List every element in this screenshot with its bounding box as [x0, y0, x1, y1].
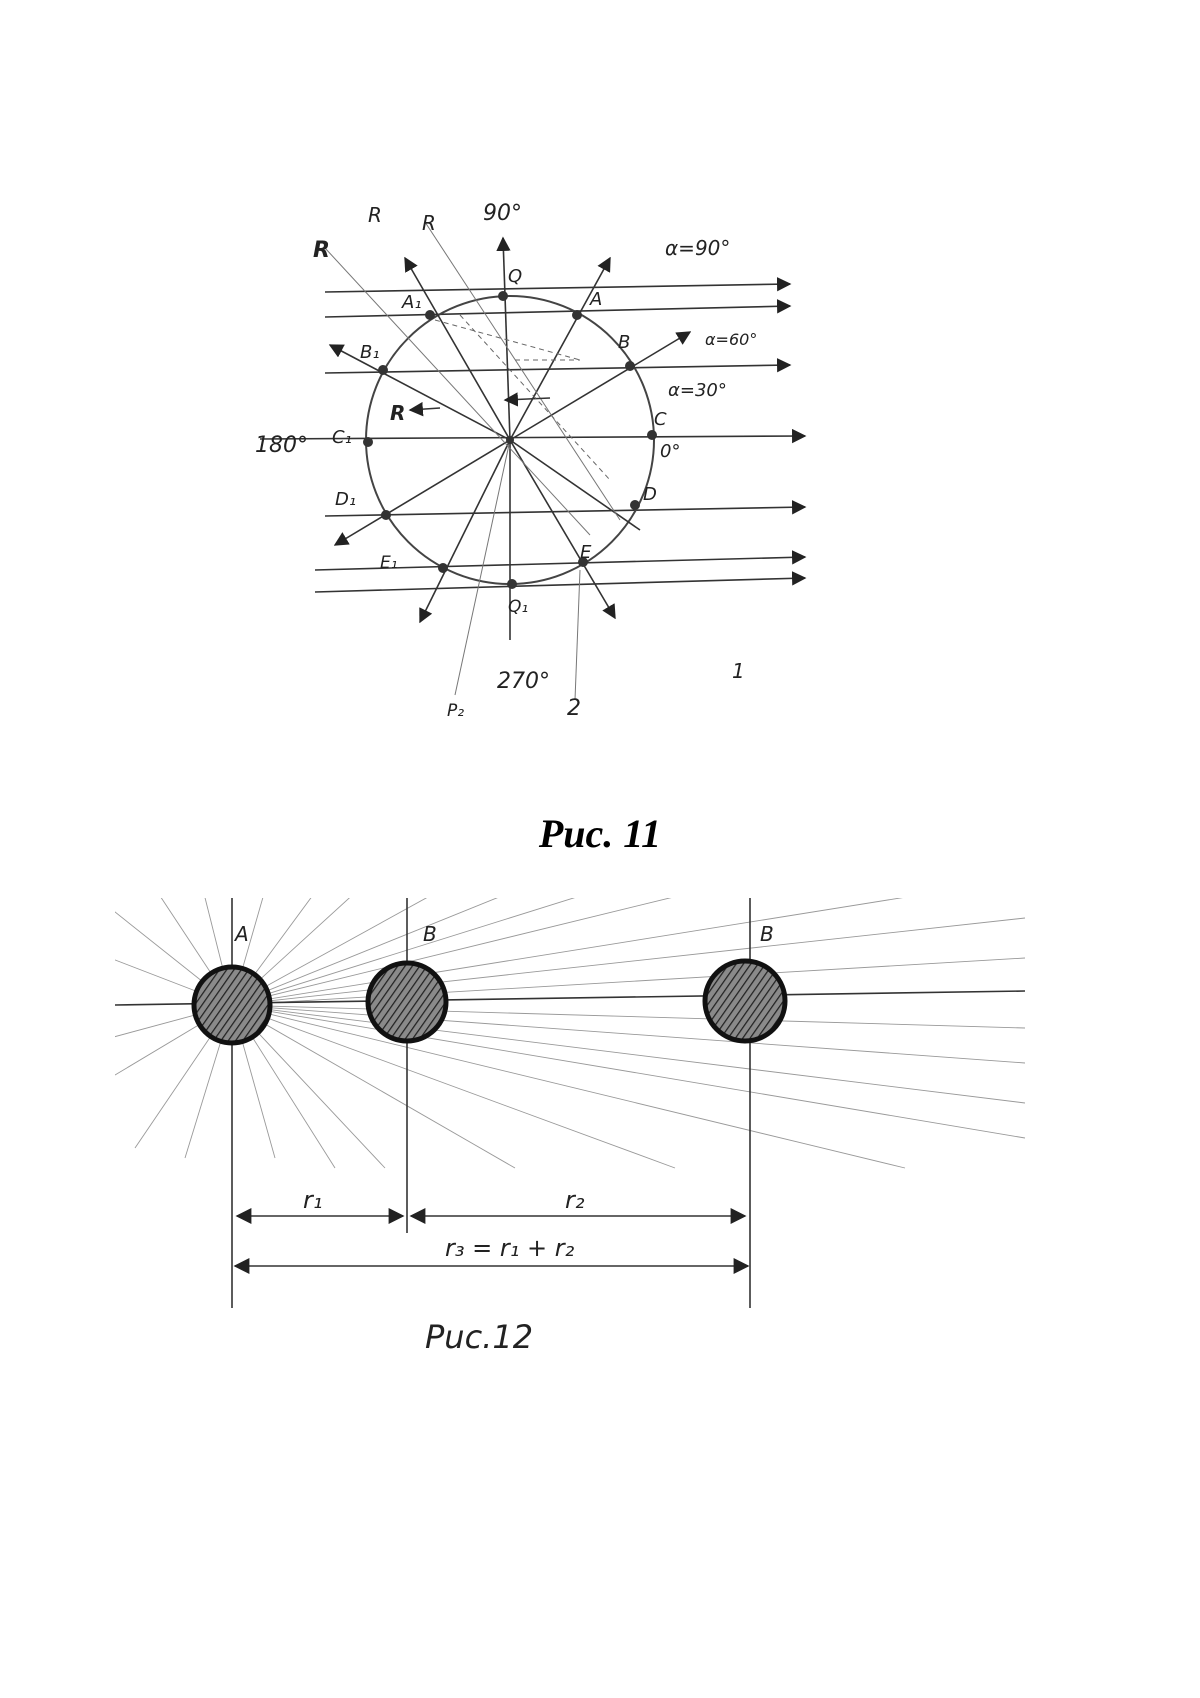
figure-11-diagram: 90° 180° 0° 270° α=90° α=60° α=30° Q A B… [255, 201, 807, 721]
sphere-label-b2: B [760, 922, 774, 946]
distance-label-r2: r₂ [565, 1186, 585, 1214]
point-label-a: A [589, 289, 602, 310]
horizontal-rays [259, 277, 807, 593]
figure-11-caption: Рис. 11 [538, 811, 662, 856]
point-label-b: B [618, 332, 630, 353]
dashed-chords [434, 314, 611, 481]
spheres [191, 958, 788, 1046]
label-270-degrees: 270° [497, 669, 550, 694]
point-label-a1: A₁ [401, 292, 422, 313]
label-180-degrees: 180° [255, 433, 308, 458]
point-label-d1: D₁ [335, 489, 356, 510]
figure-12-diagram: A B B r₁ r₂ r₃ = r₁ + r₂ Рuc.12 [115, 898, 1026, 1356]
r-label-4: R [390, 401, 405, 425]
point-label-q: Q [508, 266, 522, 287]
label-90-degrees: 90° [483, 201, 522, 226]
label-2: 2 [567, 696, 581, 721]
label-1: 1 [732, 659, 745, 683]
r-label-3: R [313, 238, 330, 263]
point-label-e1: E₁ [380, 553, 398, 573]
distance-label-r1: r₁ [303, 1186, 323, 1214]
label-0-degrees: 0° [660, 441, 680, 462]
sphere-a [191, 964, 273, 1046]
radial-lines [324, 221, 692, 701]
point-label-c1: C₁ [332, 427, 352, 448]
point-label-q1: Q₁ [508, 597, 528, 617]
sphere-label-a: A [233, 922, 249, 946]
sphere-b2 [702, 958, 788, 1044]
point-label-d: D [643, 484, 657, 505]
label-p2: P₂ [447, 701, 464, 721]
circle-points [363, 291, 657, 589]
label-alpha-30: α=30° [668, 380, 727, 401]
r-label-2: R [422, 211, 436, 235]
figure-12-caption: Рuc.12 [425, 1318, 533, 1356]
sphere-b1 [365, 960, 449, 1044]
point-label-b1: B₁ [360, 342, 380, 363]
point-label-c: C [654, 409, 667, 430]
label-alpha-60: α=60° [705, 330, 757, 349]
sphere-label-b1: B [423, 922, 437, 946]
r-label-1: R [368, 203, 382, 227]
distance-label-r3: r₃ = r₁ + r₂ [445, 1234, 575, 1262]
point-label-e: E [580, 542, 592, 563]
dimension-arrows [233, 1208, 750, 1274]
label-alpha-90: α=90° [665, 236, 730, 260]
